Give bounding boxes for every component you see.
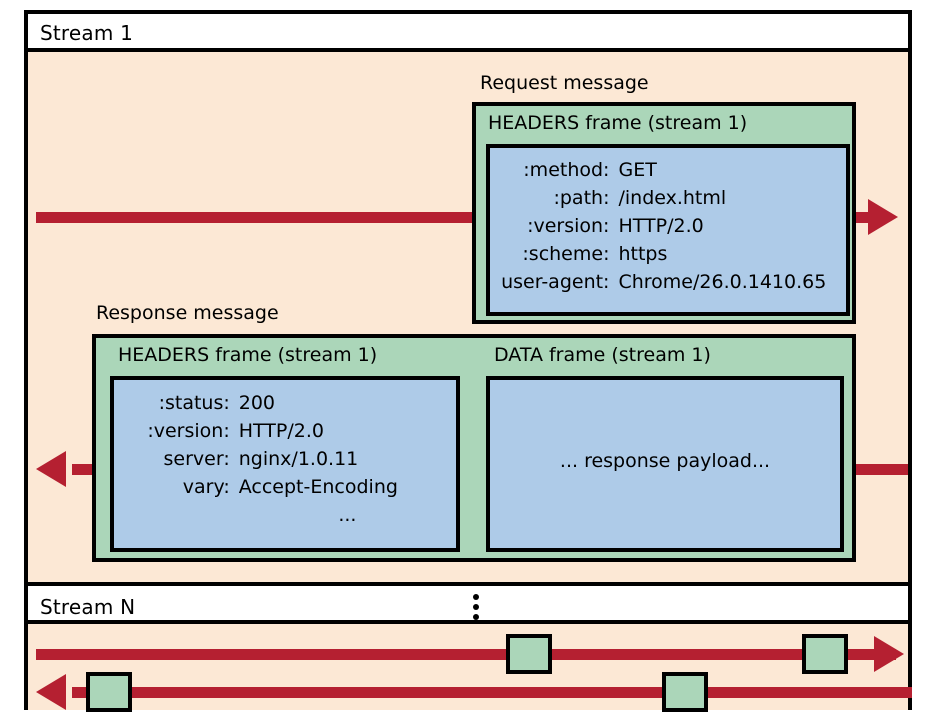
- request-message-label: Request message: [480, 72, 649, 94]
- header-value: HTTP/2.0: [238, 420, 324, 442]
- stream-n-outbound-arrow-head: [874, 636, 904, 672]
- response-headers-frame-title: HEADERS frame (stream 1): [118, 344, 378, 366]
- vertical-ellipsis-icon: [472, 594, 480, 620]
- response-data-frame-title: DATA frame (stream 1): [494, 344, 711, 366]
- table-row: :scheme: https: [490, 241, 846, 269]
- header-key: :status:: [158, 392, 230, 414]
- response-payload-text: ... response payload...: [559, 450, 771, 472]
- header-key: vary:: [182, 476, 230, 498]
- header-key: server:: [163, 448, 230, 470]
- stream-n-outbound-arrow-line: [36, 649, 896, 660]
- header-value: 200: [238, 392, 276, 414]
- table-row: :method: GET: [490, 157, 846, 185]
- table-row: :status: 200: [114, 390, 456, 418]
- table-row: :version: HTTP/2.0: [114, 418, 456, 446]
- header-value: Accept-Encoding: [238, 476, 398, 498]
- stream-1-band: Stream 1: [28, 14, 908, 52]
- table-row: ...: [114, 502, 456, 530]
- header-key: [114, 502, 239, 530]
- header-key: :method:: [523, 159, 610, 181]
- header-key: :version:: [527, 215, 610, 237]
- header-value: https: [618, 243, 668, 265]
- request-headers-frame: HEADERS frame (stream 1) :method: GET :p…: [472, 102, 856, 324]
- http2-stream-diagram: Stream 1 Request message HEADERS frame (…: [24, 10, 912, 712]
- response-frames-group: :status: 200 :version: HTTP/2.0 server: …: [92, 334, 856, 562]
- header-key: :path:: [553, 187, 610, 209]
- stream-n-inbound-arrow-line: [72, 687, 912, 698]
- stream-n-panel: [28, 624, 912, 712]
- stream-n-outbound-frame-block: [506, 634, 552, 674]
- table-row: user-agent: Chrome/26.0.1410.65: [490, 269, 846, 297]
- header-key: user-agent:: [501, 271, 610, 293]
- table-row: server: nginx/1.0.11: [114, 446, 456, 474]
- header-value: GET: [618, 159, 657, 181]
- table-row: :version: HTTP/2.0: [490, 213, 846, 241]
- stream-1-panel: Request message HEADERS frame (stream 1)…: [28, 52, 908, 582]
- request-headers-frame-title: HEADERS frame (stream 1): [488, 112, 748, 134]
- header-value: ...: [338, 504, 357, 526]
- stream-n-label: Stream N: [40, 595, 136, 619]
- header-value: Chrome/26.0.1410.65: [618, 271, 827, 293]
- header-value: HTTP/2.0: [618, 215, 704, 237]
- table-row: vary: Accept-Encoding: [114, 474, 456, 502]
- stream-1-label: Stream 1: [40, 21, 134, 45]
- request-arrow-line: [36, 212, 868, 223]
- request-headers-table: :method: GET :path: /index.html :version…: [490, 157, 846, 297]
- stream-n-inbound-arrow-head: [36, 674, 66, 710]
- stream-n-outbound-frame-block: [802, 634, 848, 674]
- header-value: nginx/1.0.11: [238, 448, 359, 470]
- response-data-payload: ... response payload...: [486, 376, 844, 552]
- request-headers-payload: :method: GET :path: /index.html :version…: [486, 144, 850, 316]
- header-key: :version:: [147, 420, 230, 442]
- stream-n-inbound-frame-block: [86, 672, 132, 712]
- header-key: :scheme:: [522, 243, 610, 265]
- header-value: /index.html: [618, 187, 727, 209]
- stream-n-band: Stream N: [28, 582, 908, 624]
- response-message-label: Response message: [96, 302, 279, 324]
- stream-n-inbound-frame-block: [662, 672, 708, 712]
- table-row: :path: /index.html: [490, 185, 846, 213]
- response-headers-table: :status: 200 :version: HTTP/2.0 server: …: [114, 390, 456, 530]
- response-arrow-head: [36, 451, 66, 487]
- response-headers-payload: :status: 200 :version: HTTP/2.0 server: …: [110, 376, 460, 552]
- request-arrow-head: [868, 199, 898, 235]
